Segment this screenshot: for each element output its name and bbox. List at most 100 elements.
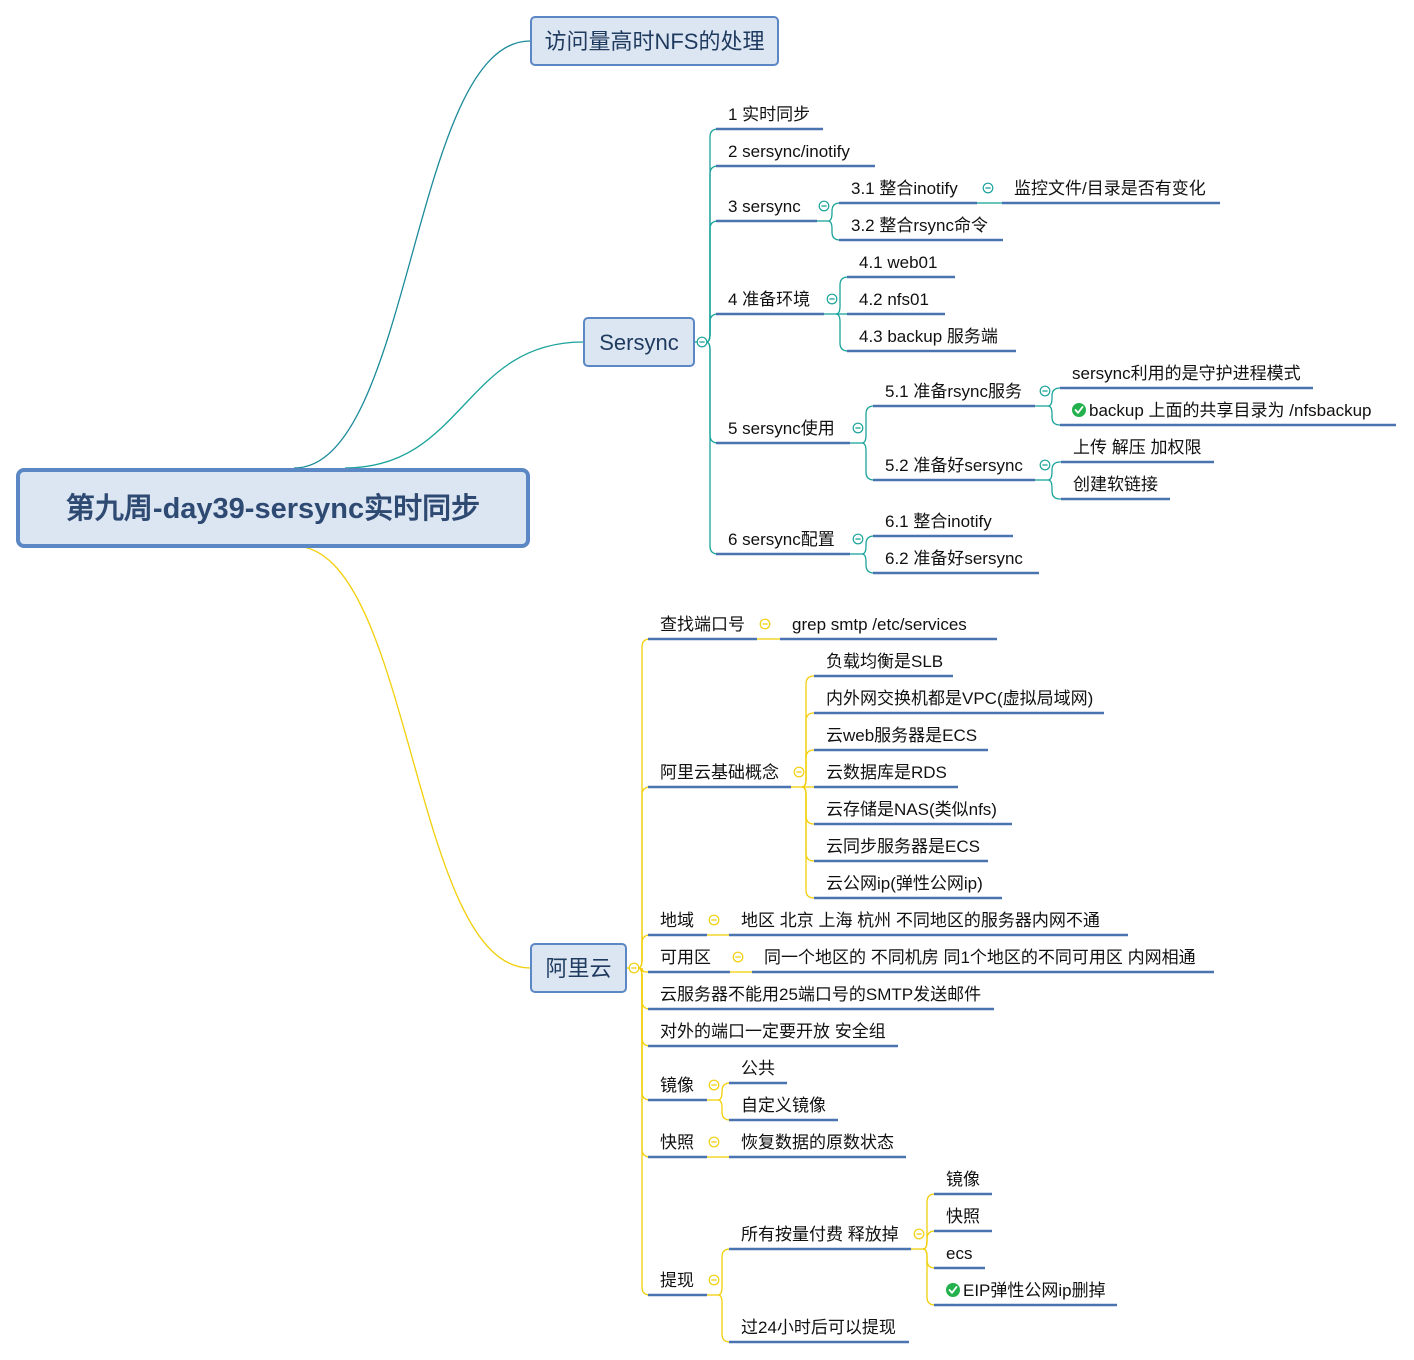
collapse-icon[interactable] [818,200,830,212]
collapse-icon[interactable] [732,951,744,963]
collapse-icon[interactable] [708,1079,720,1091]
node-topic_sersync-items-2-children-0[interactable]: 3.1 整合inotify [851,179,958,198]
node-topic_sersync-items-4-children-0[interactable]: 5.1 准备rsync服务 [885,382,1022,401]
branch-connector [705,341,719,555]
branch-connector [1047,405,1061,426]
node-topic_aliyun-items-4[interactable]: 云服务器不能用25端口号的SMTP发送邮件 [660,985,981,1004]
branch-connector [717,1294,731,1343]
collapse-icon[interactable] [708,1274,720,1286]
node-topic_aliyun-items-2[interactable]: 地域 [660,911,694,930]
node-topic_sersync-items-4-children-0-children-0[interactable]: sersync利用的是守护进程模式 [1072,364,1301,383]
collapse-icon[interactable] [708,914,720,926]
collapse-control-layer [628,182,1051,1286]
node-topic_aliyun-items-8-children-0-children-2[interactable]: ecs [946,1244,972,1263]
collapse-icon[interactable] [1039,459,1051,471]
node-topic_aliyun-items-1[interactable]: 阿里云基础概念 [660,762,779,782]
node-topic_aliyun-items-3[interactable]: 可用区 [660,948,711,967]
branch-connector [922,1193,936,1250]
collapse-icon[interactable] [852,422,864,434]
node-topic_sersync-items-5[interactable]: 6 sersync配置 [728,530,835,549]
branch-connector [637,967,651,1158]
node-topic_aliyun-items-6-children-0[interactable]: 公共 [741,1059,775,1078]
collapse-icon[interactable] [913,1228,925,1240]
branch-connector [861,535,875,555]
branch-connector [827,202,841,222]
branch-connector [705,220,719,343]
branch-connector [861,442,875,481]
node-topic_aliyun-items-8-children-0-children-3[interactable]: EIP弹性公网ip删掉 [963,1281,1106,1300]
node-topic_sersync-items-3[interactable]: 4 准备环境 [728,290,810,309]
node-topic_sersync-items-0[interactable]: 1 实时同步 [728,105,810,124]
node-topic_aliyun-items-0-children-0[interactable]: grep smtp /etc/services [792,615,967,634]
node-topic_sersync-items-4[interactable]: 5 sersync使用 [728,418,835,438]
branch-connector [637,934,651,969]
node-topic_sersync-items-4-children-0-children-1[interactable]: backup 上面的共享目录为 /nfsbackup [1089,401,1371,420]
collapse-icon[interactable] [852,533,864,545]
collapse-icon[interactable] [696,336,708,348]
node-topic_aliyun-items-1-children-1[interactable]: 内外网交换机都是VPC(虚拟局域网) [826,689,1093,708]
node-topic_sersync-items-2-children-0-children-0[interactable]: 监控文件/目录是否有变化 [1014,179,1206,198]
node-topic_aliyun-items-1-children-3[interactable]: 云数据库是RDS [826,763,947,782]
node-topic_sersync-items-4-children-1-children-1[interactable]: 创建软链接 [1073,475,1158,494]
branch-connector [637,967,651,1101]
node-topic_sersync-items-3-children-1[interactable]: 4.2 nfs01 [859,290,929,309]
node-topic_aliyun-items-8[interactable]: 提现 [660,1271,694,1290]
branch-connector [801,786,815,899]
collapse-icon[interactable] [708,1136,720,1148]
node-topic_aliyun-items-1-children-0[interactable]: 负载均衡是SLB [826,652,943,671]
node-topic_aliyun-items-6-children-1[interactable]: 自定义镜像 [741,1096,826,1115]
node-topic_aliyun-items-7[interactable]: 快照 [660,1133,694,1152]
node-topic_sersync-items-4-children-1-children-0[interactable]: 上传 解压 加权限 [1073,438,1201,457]
branch-connector [717,1248,731,1296]
collapse-icon[interactable] [982,182,994,194]
node-topic_aliyun-items-1-children-2[interactable]: 云web服务器是ECS [826,726,977,745]
branch-connector [835,313,849,352]
label-layer: 第九周-day39-sersync实时同步 访问量高时NFS的处理 Sersync 阿… [66,29,1372,1337]
node-topic_aliyun-items-0[interactable]: 查找端口号 [660,615,745,634]
collapse-icon[interactable] [1039,385,1051,397]
check-icon [946,1283,960,1297]
node-topic_sersync-items-1[interactable]: 2 sersync/inotify [728,142,850,161]
node-topic_sersync-items-2[interactable]: 3 sersync [728,197,801,216]
topic-sersync[interactable]: Sersync [599,330,678,355]
node-topic_aliyun-items-8-children-1[interactable]: 过24小时后可以提现 [741,1318,896,1337]
topic-box-layer [16,16,779,993]
node-topic_sersync-items-2-children-1[interactable]: 3.2 整合rsync命令 [851,216,988,235]
collapse-icon[interactable] [826,293,838,305]
branch-connector [922,1230,936,1250]
branch-connector [637,638,651,969]
branch-connector [922,1248,936,1269]
branch-connector [344,341,584,469]
node-topic_aliyun-items-1-children-4[interactable]: 云存储是NAS(类似nfs) [826,800,997,819]
node-topic_aliyun-items-1-children-5[interactable]: 云同步服务器是ECS [826,837,980,856]
node-topic_aliyun-items-8-children-0[interactable]: 所有按量付费 释放掉 [741,1225,899,1244]
node-topic_aliyun-items-8-children-0-children-1[interactable]: 快照 [946,1207,980,1226]
branch-connector [637,967,651,1010]
collapse-icon[interactable] [759,618,771,630]
topic-aliyun[interactable]: 阿里云 [545,956,611,981]
node-topic_sersync-items-3-children-2[interactable]: 4.3 backup 服务端 [859,327,998,346]
node-topic_aliyun-items-3-children-0[interactable]: 同一个地区的 不同机房 同1个地区的不同可用区 内网相通 [764,948,1196,967]
branch-connector [293,40,531,469]
branch-connector [293,545,531,969]
branch-connector [717,1099,731,1121]
node-topic_aliyun-items-7-children-0[interactable]: 恢复数据的原数状态 [741,1133,894,1152]
collapse-icon[interactable] [793,766,805,778]
node-topic_sersync-items-3-children-0[interactable]: 4.1 web01 [859,253,937,272]
node-topic_sersync-items-4-children-1[interactable]: 5.2 准备好sersync [885,456,1023,475]
topic-nfs-box [530,16,779,66]
node-topic_aliyun-items-8-children-0-children-0[interactable]: 镜像 [946,1170,980,1189]
node-topic_aliyun-items-2-children-0[interactable]: 地区 北京 上海 杭州 不同地区的服务器内网不通 [741,911,1100,930]
collapse-icon[interactable] [628,962,640,974]
node-topic_sersync-items-5-children-0[interactable]: 6.1 整合inotify [885,512,992,531]
node-topic_sersync-items-5-children-1[interactable]: 6.2 准备好sersync [885,549,1023,568]
node-topic_aliyun-items-1-children-6[interactable]: 云公网ip(弹性公网ip) [826,874,983,893]
node-topic_aliyun-items-5[interactable]: 对外的端口一定要开放 安全组 [660,1022,886,1041]
central-topic[interactable]: 第九周-day39-sersync实时同步 [66,491,480,525]
branch-connector [861,405,875,444]
node-topic_aliyun-items-6[interactable]: 镜像 [660,1076,694,1095]
branch-connector [1047,387,1061,407]
topic-nfs[interactable]: 访问量高时NFS的处理 [544,29,764,54]
branch-connector [922,1248,936,1306]
